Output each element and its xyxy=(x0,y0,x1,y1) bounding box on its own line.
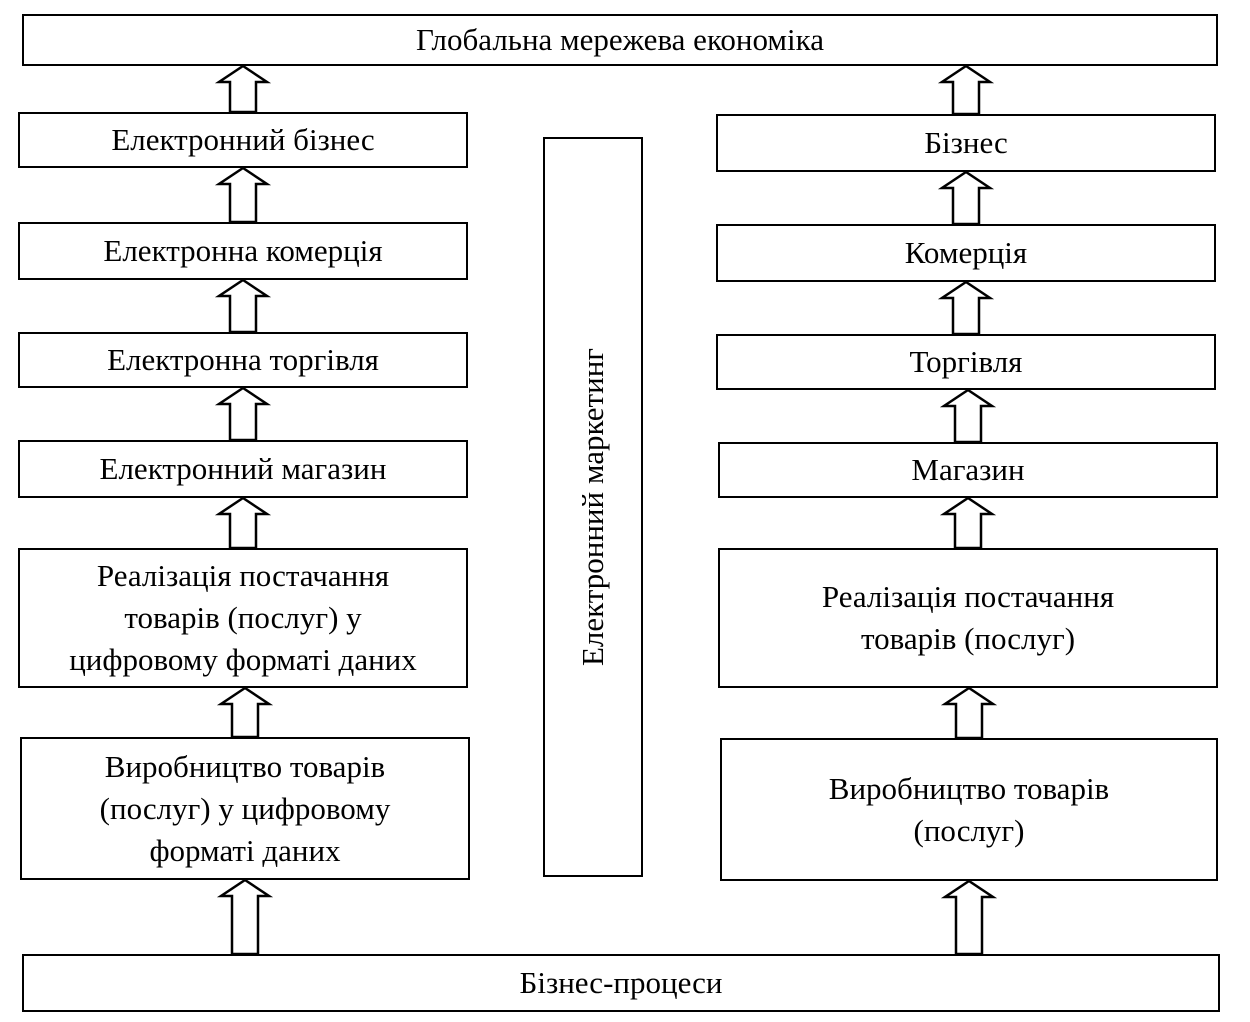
node-production: Виробництво товарів (послуг) xyxy=(720,738,1218,881)
node-electronic-trade: Електронна торгівля xyxy=(18,332,468,388)
flow-arrow xyxy=(214,64,272,114)
node-digital-delivery: Реалізація постачання товарів (послуг) у… xyxy=(18,548,468,688)
node-delivery: Реалізація постачання товарів (послуг) xyxy=(718,548,1218,688)
node-label: Магазин xyxy=(911,452,1025,487)
node-label-line: Виробництво товарів xyxy=(828,770,1110,806)
node-label-line: Реалізація постачання xyxy=(821,579,1115,614)
flow-arrow xyxy=(939,388,997,444)
node-label-line: Виробництво товарів xyxy=(104,748,386,784)
flow-arrow xyxy=(214,386,272,442)
node-business-processes: Бізнес-процеси xyxy=(22,954,1220,1012)
node-label-line: товарів (послуг) у xyxy=(124,600,362,635)
node-commerce: Комерція xyxy=(716,224,1216,282)
node-label-line: Реалізація постачання xyxy=(96,558,390,593)
flow-arrow xyxy=(216,686,274,739)
flow-arrow xyxy=(216,878,274,956)
flow-arrow xyxy=(940,879,998,956)
node-label: Електронний маркетинг xyxy=(575,347,610,667)
node-digital-production: Виробництво товарів (послуг) у цифровому… xyxy=(20,737,470,880)
flow-arrow xyxy=(214,166,272,224)
node-electronic-commerce: Електронна комерція xyxy=(18,222,468,280)
node-label: Комерція xyxy=(904,235,1028,270)
flow-arrow xyxy=(937,280,995,336)
node-electronic-store: Електронний магазин xyxy=(18,440,468,498)
node-label: Торгівля xyxy=(909,344,1023,379)
node-label: Електронний бізнес xyxy=(111,122,375,157)
node-electronic-business: Електронний бізнес xyxy=(18,112,468,168)
flow-arrow xyxy=(939,496,997,550)
node-label: Бізнес xyxy=(924,125,1008,160)
node-global-network-economy: Глобальна мережева економіка xyxy=(22,14,1218,66)
node-label: Бізнес-процеси xyxy=(519,965,723,1000)
node-label-line: цифровому форматі даних xyxy=(69,642,417,677)
flow-arrow xyxy=(937,64,995,116)
node-trade: Торгівля xyxy=(716,334,1216,390)
node-label-line: (послуг) у цифровому xyxy=(99,790,391,826)
node-label: Електронний магазин xyxy=(99,451,387,486)
node-store: Магазин xyxy=(718,442,1218,498)
node-label: Електронна комерція xyxy=(103,233,383,268)
node-label: Глобальна мережева економіка xyxy=(415,22,825,57)
node-label: Електронна торгівля xyxy=(107,342,379,377)
flow-arrow xyxy=(214,278,272,334)
node-electronic-marketing: Електронний маркетинг xyxy=(543,137,643,877)
flow-arrow xyxy=(937,170,995,226)
node-label-line: товарів (послуг) xyxy=(860,621,1076,656)
flow-arrow xyxy=(940,686,998,740)
node-label-line: (послуг) xyxy=(913,812,1025,848)
node-label-line: форматі даних xyxy=(149,832,341,868)
flow-arrow xyxy=(214,496,272,550)
node-business: Бізнес xyxy=(716,114,1216,172)
